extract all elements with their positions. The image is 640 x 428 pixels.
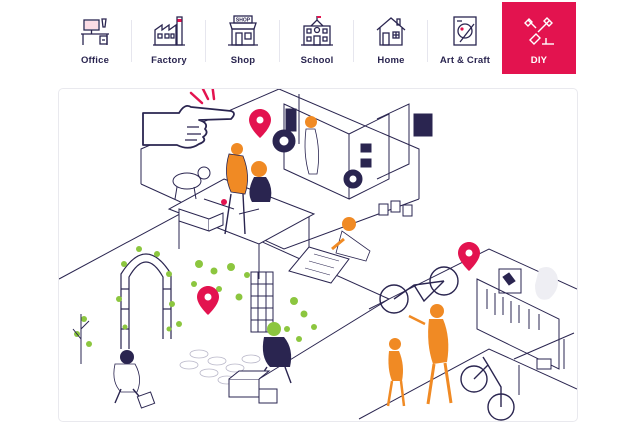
tab-shop-label: Shop	[230, 55, 256, 66]
divider	[131, 20, 132, 62]
tab-diy[interactable]: DIY	[502, 2, 576, 74]
child-person	[386, 338, 406, 407]
location-pin-garden[interactable]	[197, 286, 219, 315]
garden-arch	[120, 253, 172, 349]
wall-frame	[498, 268, 522, 294]
tall-person	[408, 304, 453, 405]
location-pin-garage[interactable]	[458, 242, 480, 271]
wall-decor	[535, 267, 558, 300]
paint-cans	[378, 200, 413, 217]
scene-artwork	[59, 89, 577, 421]
garden-tools	[136, 370, 278, 409]
tab-school-label: School	[300, 55, 334, 66]
floor-bike	[460, 356, 515, 421]
divider	[205, 20, 206, 62]
shop-icon: SHOP	[228, 15, 258, 46]
dog-illustration	[172, 166, 211, 200]
home-icon	[376, 17, 406, 46]
svg-text:SHOP: SHOP	[236, 18, 251, 24]
divider	[427, 20, 428, 62]
vines-foliage	[74, 246, 317, 347]
tab-diy-label: DIY	[530, 55, 548, 66]
tab-art-craft[interactable]: Art & Craft	[428, 2, 502, 74]
diy-scene-illustration	[58, 88, 578, 422]
pegboard	[476, 278, 560, 370]
tab-home[interactable]: Home	[354, 2, 428, 74]
workshop-people	[224, 116, 371, 262]
workshop-lamps	[272, 129, 363, 189]
workbench-table	[167, 178, 316, 279]
tab-school[interactable]: School	[280, 2, 354, 74]
pointing-hand-icon	[142, 89, 235, 149]
trellis-panel	[250, 271, 274, 333]
divider	[279, 20, 280, 62]
tab-factory[interactable]: Factory	[132, 2, 206, 74]
workshop-cabinets	[283, 94, 433, 200]
divider	[353, 20, 354, 62]
gardener-left	[113, 350, 144, 404]
tab-office-label: Office	[80, 55, 110, 66]
location-pin-workshop[interactable]	[249, 109, 271, 138]
workbench-vise	[513, 332, 575, 395]
category-nav: Office Factory SHOP Shop	[0, 0, 640, 80]
school-icon	[301, 16, 333, 46]
gardener-right	[254, 322, 292, 386]
toolbox	[178, 208, 224, 232]
art-craft-icon	[453, 16, 477, 46]
tab-factory-label: Factory	[151, 55, 187, 66]
factory-icon	[153, 16, 185, 46]
tab-shop[interactable]: SHOP Shop	[206, 2, 280, 74]
wall-bike	[379, 266, 459, 314]
diy-tools-icon	[524, 17, 554, 45]
garden-plant	[72, 314, 90, 364]
office-desk-icon	[81, 18, 109, 45]
tab-art-craft-label: Art & Craft	[439, 55, 491, 66]
tab-office[interactable]: Office	[58, 2, 132, 74]
blueprint-sheet	[288, 246, 350, 284]
tab-home-label: Home	[377, 55, 405, 66]
